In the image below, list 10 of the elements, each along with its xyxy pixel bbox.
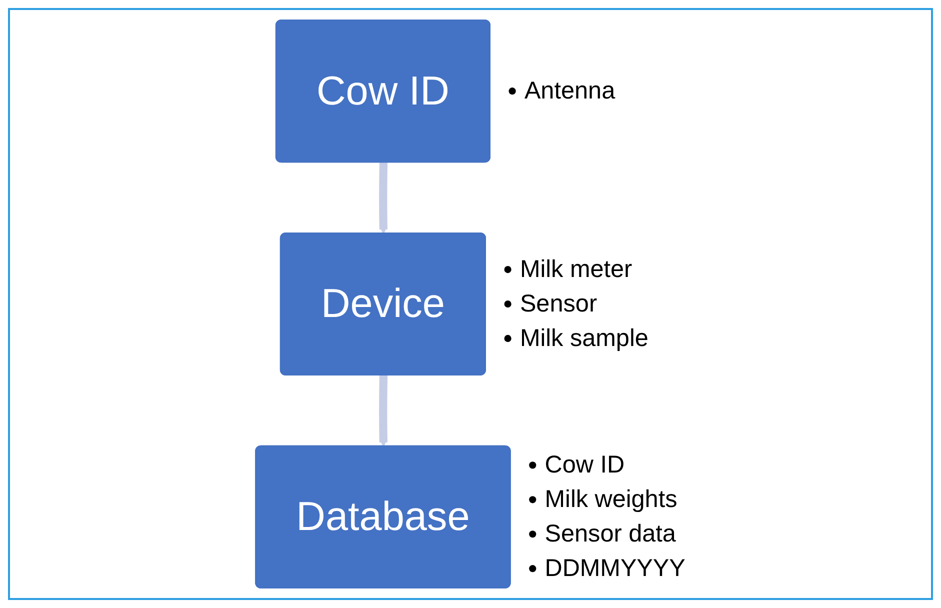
arrow <box>378 375 388 447</box>
bullet-text: DDMMYYYY <box>544 555 686 582</box>
bullet-text: Milk meter <box>520 256 632 284</box>
bullet-text: Milk sample <box>520 324 648 352</box>
bullet-text: Milk weights <box>544 486 678 514</box>
bullet-text: Antenna <box>524 78 616 105</box>
arrow <box>378 162 388 234</box>
bullet-text: Sensor data <box>544 520 676 548</box>
bullet-text: Sensor <box>520 290 598 318</box>
bullet-text: Cow ID <box>544 452 625 479</box>
